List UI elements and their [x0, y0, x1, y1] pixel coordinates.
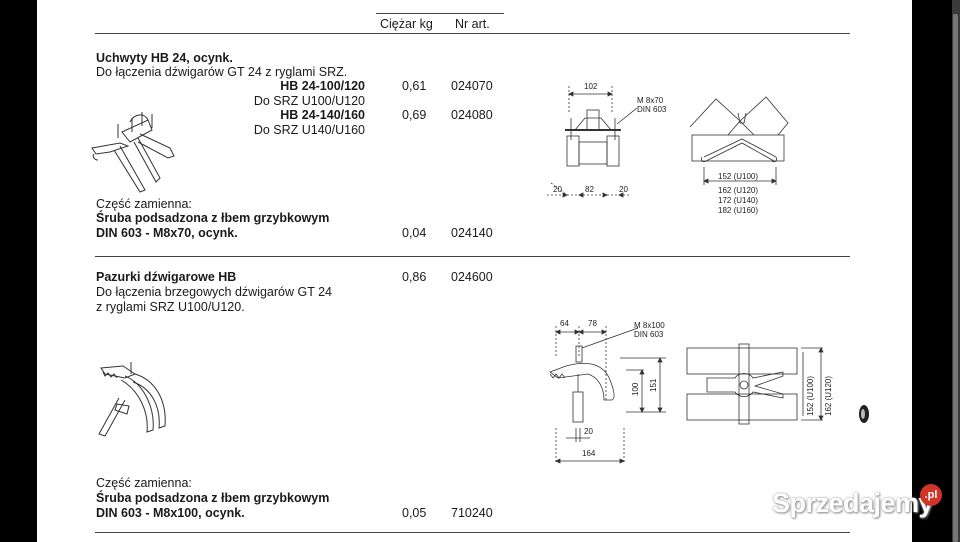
- item-weight: 0,61: [402, 79, 427, 93]
- section2-title: Pazurki dźwigarowe HB: [96, 270, 237, 284]
- item-name: HB 24-100/120: [280, 79, 365, 93]
- hb-claw-dimension-drawing: 64 78 M 8x100 DIN 603 100 151 20 164: [549, 319, 666, 464]
- section1-title: Uchwyty HB 24, ocynk.: [96, 51, 233, 65]
- spare-part-line1: Śruba podsadzona z łbem grzybkowym: [96, 211, 330, 225]
- svg-text:162 (U120): 162 (U120): [824, 376, 833, 416]
- catalog-page: [37, 0, 912, 542]
- hb24-clamp-drawing: [91, 112, 175, 193]
- svg-text:20: 20: [619, 185, 628, 194]
- scrollbar-thumb[interactable]: [953, 14, 958, 542]
- svg-text:82: 82: [585, 185, 594, 194]
- weight-column-header: Ciężar kg: [380, 17, 433, 31]
- svg-text:M 8x70: M 8x70: [637, 96, 664, 105]
- svg-text:M 8x100: M 8x100: [634, 321, 665, 330]
- spare-part-weight: 0,04: [402, 226, 427, 240]
- section-divider: [95, 256, 850, 257]
- svg-text:20: 20: [584, 427, 593, 436]
- header-top-rule: [376, 13, 504, 14]
- spare-part-art: 710240: [451, 506, 493, 520]
- item-art: 024070: [451, 79, 493, 93]
- section2-weight: 0,86: [402, 270, 427, 284]
- svg-text:64: 64: [560, 319, 569, 328]
- spare-part-line2: DIN 603 - M8x70, ocynk.: [96, 226, 238, 240]
- spare-part-weight: 0,05: [402, 506, 427, 520]
- watermark-text: Sprzedajemy: [772, 488, 934, 518]
- svg-text:152 (U100): 152 (U100): [718, 172, 758, 181]
- section2-description-2: z ryglami SRZ U100/U120.: [96, 300, 245, 314]
- svg-text:151: 151: [649, 378, 658, 392]
- svg-text:100: 100: [631, 382, 640, 396]
- spare-part-label: Część zamienna:: [96, 476, 192, 490]
- svg-text:162 (U120): 162 (U120): [718, 186, 758, 195]
- svg-text:172 (U140): 172 (U140): [718, 196, 758, 205]
- hb24-front-dimension-drawing: 102 M 8x70 DIN 603 20 82 20: [547, 82, 667, 198]
- svg-text:182 (U160): 182 (U160): [718, 206, 758, 215]
- article-column-header: Nr art.: [455, 17, 490, 31]
- dim-102: 102: [584, 82, 598, 91]
- watermark-badge: .pl: [920, 484, 942, 506]
- item-sub: Do SRZ U140/U160: [253, 123, 365, 137]
- svg-text:DIN 603: DIN 603: [637, 105, 667, 114]
- svg-text:152 (U100): 152 (U100): [806, 376, 815, 416]
- spare-part-label: Część zamienna:: [96, 197, 192, 211]
- section1-description: Do łączenia dźwigarów GT 24 z ryglami SR…: [96, 65, 348, 79]
- section2-art: 024600: [451, 270, 493, 284]
- spare-part-line2: DIN 603 - M8x100, ocynk.: [96, 506, 245, 520]
- spare-part-line1: Śruba podsadzona z łbem grzybkowym: [96, 491, 330, 505]
- scan-mark-icon: [859, 405, 869, 423]
- hb-claw-drawing: [98, 362, 166, 437]
- item-weight: 0,69: [402, 108, 427, 122]
- item-name: HB 24-140/160: [280, 108, 365, 122]
- header-rule: [95, 33, 850, 34]
- section2-description-1: Do łączenia brzegowych dźwigarów GT 24: [96, 285, 332, 299]
- hb24-side-dimension-drawing: 152 (U100) 162 (U120) 172 (U140) 182 (U1…: [689, 96, 789, 215]
- spare-part-art: 024140: [451, 226, 493, 240]
- svg-text:DIN 603: DIN 603: [634, 330, 664, 339]
- svg-text:164: 164: [582, 449, 596, 458]
- svg-text:20: 20: [553, 185, 562, 194]
- bottom-rule: [95, 532, 850, 533]
- item-art: 024080: [451, 108, 493, 122]
- hb-claw-top-dimension-drawing: 152 (U100) 162 (U120): [686, 343, 833, 425]
- svg-text:78: 78: [588, 319, 597, 328]
- item-sub: Do SRZ U100/U120: [253, 94, 365, 108]
